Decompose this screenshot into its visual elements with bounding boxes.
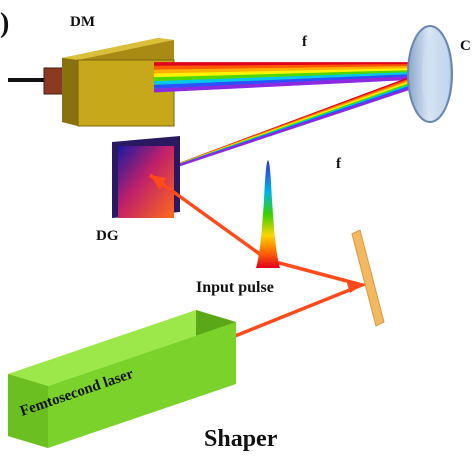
- spectrum-fan-bottom: [149, 70, 427, 177]
- deformable-mirror: [8, 38, 175, 127]
- spectrum-ray: [153, 65, 427, 74]
- beam-path: [148, 173, 368, 340]
- label-dg: DG: [96, 228, 119, 244]
- input-beam: [148, 173, 368, 340]
- lens-c: [407, 25, 453, 123]
- label-c: C: [460, 38, 471, 54]
- fold-mirror: [351, 229, 385, 327]
- dm-box-end: [62, 58, 78, 126]
- spectrum-ray: [153, 69, 427, 82]
- femtosecond-laser: [8, 310, 236, 448]
- spectrum-ray: [153, 67, 427, 78]
- label-input-pulse: Input pulse: [196, 279, 274, 296]
- spectrum-ray: [149, 82, 427, 177]
- grating-face: [118, 146, 174, 218]
- panel-marker: ): [0, 8, 9, 39]
- beam-arrow-grating: [150, 175, 166, 190]
- spectrum-ray: [153, 73, 427, 89]
- label-dm: DM: [70, 14, 95, 30]
- dm-box-top: [62, 38, 174, 60]
- laser-box-side: [8, 374, 48, 448]
- label-f-top: f: [302, 34, 308, 50]
- laser-box-front: [8, 322, 236, 448]
- spectrum-fan-top: [153, 62, 427, 93]
- spectrum-ray: [153, 64, 427, 70]
- laser-box-top: [8, 310, 236, 386]
- beam-arrow-mirror: [346, 280, 362, 293]
- diffraction-grating: [112, 136, 180, 218]
- input-pulse-shape: [256, 160, 280, 268]
- label-f-bottom: f: [336, 156, 342, 172]
- spectrum-ray: [153, 71, 427, 85]
- spectrum-ray: [153, 75, 427, 93]
- caption-shaper: Shaper: [204, 426, 278, 452]
- lens-highlight: [422, 32, 450, 116]
